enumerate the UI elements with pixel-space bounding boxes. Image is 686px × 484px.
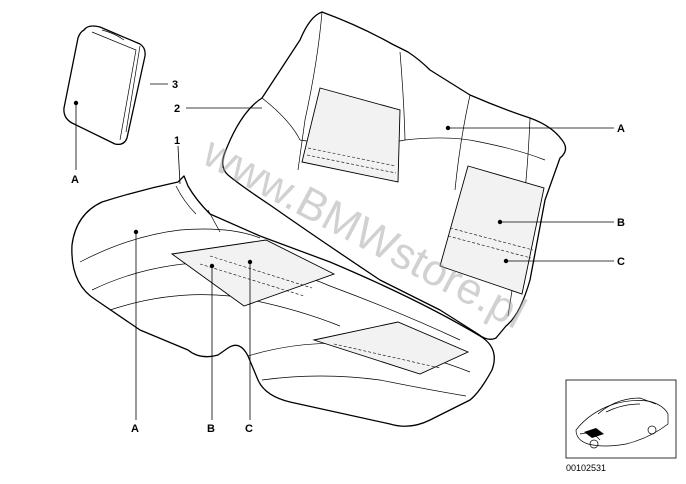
callout-cushion-c: C: [245, 423, 253, 435]
callout-cushion-a: A: [131, 423, 139, 435]
callout-cushion-b: B: [207, 423, 215, 435]
callout-backrest-c: C: [617, 256, 625, 268]
callout-part-3: 3: [172, 79, 178, 91]
leader-lines: [75, 83, 614, 420]
leader-dots: [73, 100, 509, 269]
armrest-cover: [63, 25, 146, 146]
seat-cushion-cover: [71, 175, 495, 427]
backrest-cover: [222, 11, 567, 340]
vehicle-thumbnail: [565, 379, 677, 459]
callout-backrest-a: A: [617, 123, 625, 135]
diagram-code: 00102531: [566, 463, 606, 473]
callout-part-2: 2: [174, 103, 180, 115]
callout-part-1: 1: [174, 135, 180, 147]
callout-armrest-a: A: [71, 174, 79, 186]
callout-backrest-b: B: [617, 217, 625, 229]
